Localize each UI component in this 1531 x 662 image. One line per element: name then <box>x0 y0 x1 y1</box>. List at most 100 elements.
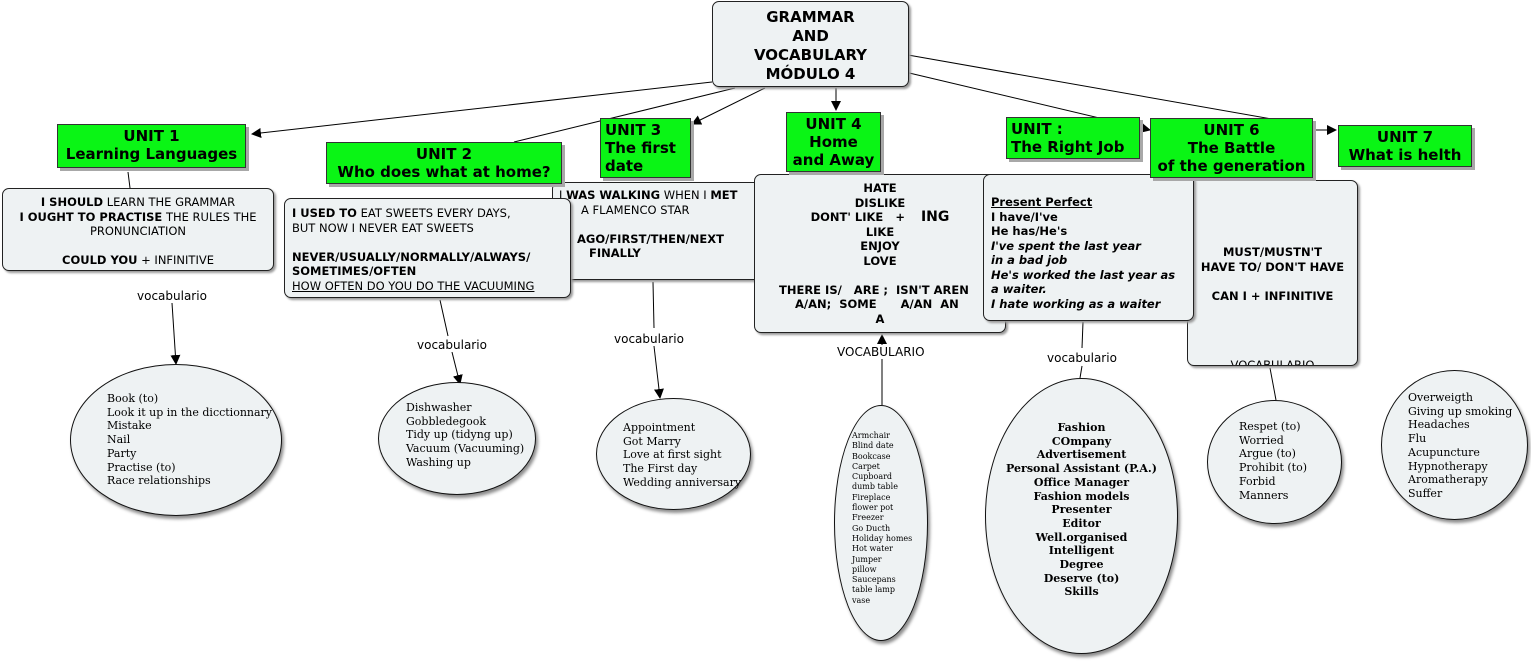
link-label-unit2-vocabulario: vocabulario <box>415 338 489 352</box>
unit5-vocab-oval[interactable]: Fashion COmpany Advertisement Personal A… <box>985 378 1178 654</box>
unit5-grammar-box[interactable]: Present Perfect I have/I've He has/He's … <box>983 174 1194 321</box>
unit1-vocab-oval[interactable]: Book (to) Look it up in the dicctionnary… <box>70 364 282 516</box>
unit6-node[interactable]: UNIT 6 The Battle of the generation <box>1150 118 1313 178</box>
vocab-item: table lamp <box>852 585 895 595</box>
link-root-unit6 <box>907 54 1301 125</box>
link-unit1-grammar <box>127 171 131 189</box>
unit2-node[interactable]: UNIT 2 Who does what at home? <box>326 142 562 184</box>
root-node-grammar-vocabulary[interactable]: GRAMMAR AND VOCABULARY MÓDULO 4 <box>712 1 909 87</box>
vocab-item: Personal Assistant (P.A.) <box>1006 462 1157 476</box>
vocab-item: Race relationships <box>107 474 211 488</box>
root-line: MÓDULO 4 <box>765 65 856 83</box>
vocab-item: Hypnotherapy <box>1408 459 1488 473</box>
unit4-vocab-oval[interactable]: Armchair Blind date Bookcase Carpet Cupb… <box>834 405 928 641</box>
link-root-unit3 <box>691 87 766 125</box>
vocab-item: pillow <box>852 564 877 574</box>
vocab-item: Deserve (to) <box>1043 571 1120 585</box>
link-label-unit4-vocabulario: VOCABULARIO <box>835 345 927 359</box>
vocab-item: COmpany <box>1051 434 1112 448</box>
vocab-item: Headaches <box>1408 418 1470 432</box>
vocab-item: Aromatherapy <box>1408 473 1488 487</box>
vocab-item: Jumper <box>852 554 882 564</box>
vocab-item: Well.organised <box>1035 530 1128 544</box>
unit1-node[interactable]: UNIT 1 Learning Languages <box>57 124 246 168</box>
unit2-grammar-box[interactable]: I USED TO EAT SWEETS EVERY DAYS, BUT NOW… <box>284 198 571 298</box>
vocab-item: Gobbledegook <box>406 414 487 428</box>
link-unit6-vocab <box>1269 367 1277 401</box>
link-label-unit3-vocabulario: vocabulario <box>612 332 686 346</box>
link-unit3-vocab-b <box>653 345 664 399</box>
vocab-item: Advertisement <box>1036 448 1127 462</box>
unit3-node[interactable]: UNIT 3 The first date <box>600 118 691 178</box>
vocab-item: Love at first sight <box>623 448 722 462</box>
vocab-item: Vacuum (Vacuuming) <box>406 442 525 456</box>
vocab-item: Look it up in the dicctionnary <box>107 405 273 419</box>
unit1-grammar-box[interactable]: I SHOULD LEARN THE GRAMMAR I OUGHT TO PR… <box>2 188 274 271</box>
vocab-item: Book (to) <box>107 392 159 405</box>
link-unit2-vocab <box>439 299 449 337</box>
vocab-item: Worried <box>1239 433 1284 447</box>
link-label-unit1-vocabulario: vocabulario <box>135 289 209 303</box>
link-unit3-vocab <box>652 281 655 329</box>
unit6-vocab-oval[interactable]: Respet (to) Worried Argue (to) Prohibit … <box>1207 400 1342 524</box>
link-unit1-vocab <box>170 302 181 365</box>
unit7-vocab-oval[interactable]: Overweigth Giving up smoking Headaches F… <box>1381 370 1528 520</box>
link-unit5-vocab-b <box>1079 365 1083 379</box>
unit4-node[interactable]: UNIT 4 Home and Away <box>786 112 881 172</box>
vocab-item: Dishwasher <box>406 401 472 414</box>
vocab-item: Acupuncture <box>1408 445 1480 459</box>
vocab-item: Go Ducth <box>852 523 891 533</box>
unit6-grammar-box[interactable]: MUST/MUSTN'T HAVE TO/ DON'T HAVE CAN I +… <box>1187 180 1358 366</box>
vocab-item: Forbid <box>1239 474 1276 488</box>
vocab-item: Armchair <box>852 431 890 440</box>
vocab-item: Freezer <box>852 513 884 523</box>
unit5-node[interactable]: UNIT : The Right Job <box>1006 117 1140 159</box>
unit4-grammar-box[interactable]: HATE DISLIKE DONT' LIKE + ING LIKE ENJOY… <box>754 174 1006 333</box>
vocab-item: Wedding anniversary <box>623 475 742 489</box>
vocab-item: Manners <box>1239 488 1289 502</box>
vocab-item: Fireplace <box>852 492 891 502</box>
unit7-node[interactable]: UNIT 7 What is helth <box>1338 125 1472 167</box>
link-root-unit1 <box>251 81 713 138</box>
link-unit5-vocab <box>1081 321 1084 349</box>
vocab-item: Saucepans <box>852 575 896 585</box>
vocab-item: Appointment <box>623 421 696 434</box>
vocab-item: Hot water <box>852 544 893 554</box>
vocab-item: The First day <box>623 462 698 476</box>
vocab-item: Suffer <box>1408 486 1443 500</box>
vocab-item: Washing up <box>406 455 471 469</box>
vocab-item: Party <box>107 446 137 460</box>
vocab-item: Respet (to) <box>1239 420 1301 433</box>
vocab-item: Argue (to) <box>1239 447 1296 461</box>
vocab-item: Mistake <box>107 419 152 433</box>
vocab-item: Prohibit (to) <box>1239 461 1307 475</box>
vocab-item: Editor <box>1062 516 1101 530</box>
vocab-item: Practise (to) <box>107 460 176 474</box>
unit3-grammar-box[interactable]: I WAS WALKING WHEN I MET A FLAMENCO STAR… <box>552 182 762 280</box>
vocab-item: vase <box>852 595 871 605</box>
vocab-item: Nail <box>107 433 131 447</box>
vocab-item: Degree <box>1059 558 1104 572</box>
vocab-item: Overweigth <box>1408 391 1473 404</box>
root-line: VOCABULARY <box>753 46 868 64</box>
vocab-item: dumb table <box>852 482 898 492</box>
vocab-item: Cupboard <box>852 472 893 482</box>
vocab-item: Intelligent <box>1048 544 1115 558</box>
vocab-item: Office Manager <box>1033 475 1130 489</box>
link-label-unit5-vocabulario: vocabulario <box>1045 351 1119 365</box>
unit3-vocab-oval[interactable]: Appointment Got Marry Love at first sigh… <box>596 398 751 510</box>
vocab-item: Got Marry <box>623 434 681 448</box>
vocab-item: Holiday homes <box>852 533 913 543</box>
vocab-item: Fashion models <box>1033 489 1130 503</box>
root-line: GRAMMAR <box>766 8 855 26</box>
vocab-item: Tidy up (tidyng up) <box>406 428 513 442</box>
vocab-item: Skills <box>1064 585 1099 599</box>
link-unit2-vocab-b <box>451 351 463 385</box>
link-root-unit2 <box>513 87 736 143</box>
vocab-item: Flu <box>1408 432 1427 446</box>
vocab-item: flower pot <box>852 503 894 513</box>
root-line: AND <box>792 27 829 45</box>
vocab-item: Bookcase <box>852 451 891 461</box>
unit2-vocab-oval[interactable]: Dishwasher Gobbledegook Tidy up (tidyng … <box>378 382 536 495</box>
vocab-item: Giving up smoking <box>1408 404 1513 418</box>
